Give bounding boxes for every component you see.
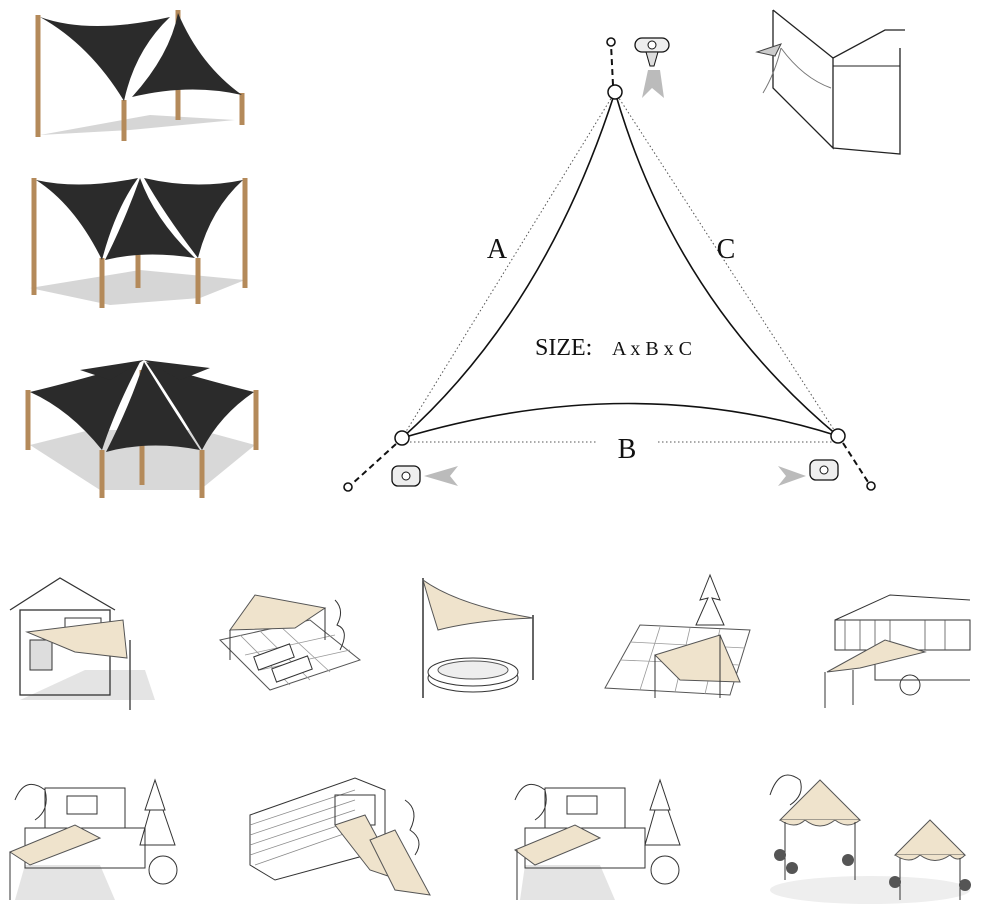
- garden-grid-sail: [600, 570, 755, 710]
- house-corner-sail: [5, 570, 170, 715]
- side-a-label: A: [487, 234, 508, 265]
- right-mount-bracket-icon: [778, 459, 839, 486]
- left-mount-bracket-icon: [391, 465, 458, 487]
- brick-building-sail: [245, 770, 435, 910]
- triangle-size-diagram: A C B SIZE: A x B x C: [330, 30, 890, 500]
- patio-loungers-sail: [215, 580, 365, 710]
- three-triangle-sail-structure: [20, 170, 260, 310]
- side-b-label: B: [618, 434, 637, 465]
- size-prefix: SIZE:: [535, 335, 592, 361]
- deck-house-sail: [815, 580, 975, 710]
- size-formula: A x B x C: [612, 338, 692, 360]
- wall-mount-sketch: [745, 8, 915, 158]
- courtyard-house-sail: [505, 770, 690, 910]
- pool-sail: [408, 570, 543, 710]
- two-triangle-sail-structure: [20, 5, 260, 145]
- gazebo-tents-sail: [760, 760, 975, 910]
- side-c-label: C: [717, 234, 736, 265]
- modern-house-sail: [5, 770, 185, 910]
- six-triangle-hexagon-sail-structure: [20, 350, 265, 505]
- top-mount-bracket-icon: [634, 37, 670, 98]
